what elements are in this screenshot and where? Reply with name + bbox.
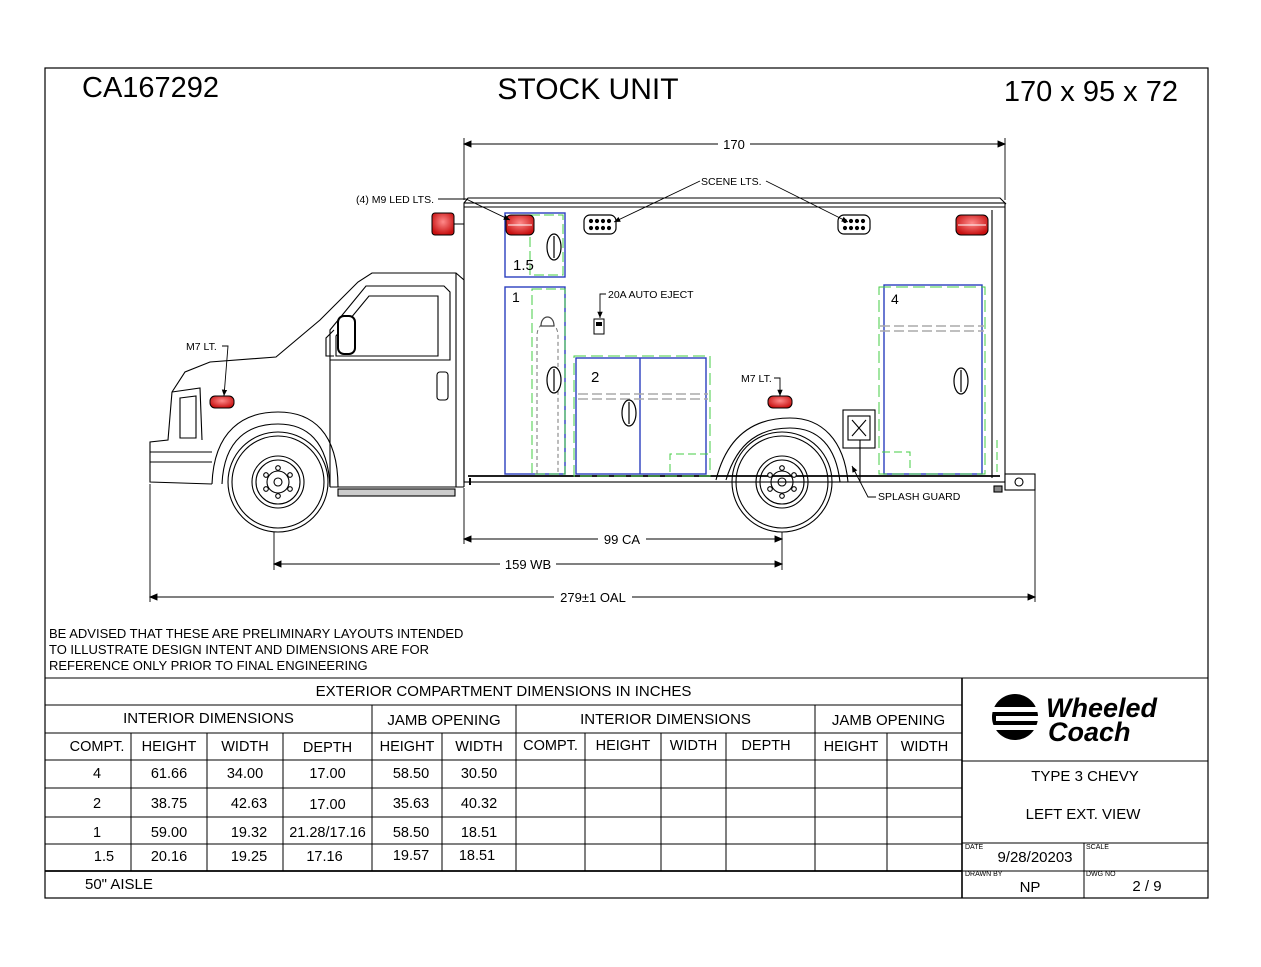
door-handles xyxy=(546,233,969,427)
aisle-note: 50" AISLE xyxy=(85,876,153,893)
cell-compt: 1 xyxy=(92,825,102,841)
cell-jamb-height: 58.50 xyxy=(392,766,430,782)
compartment-label-1: 1 xyxy=(512,289,520,305)
cell-jamb-height: 19.57 xyxy=(392,848,430,864)
cell-height: 38.75 xyxy=(150,796,188,812)
callout-scene-lights: SCENE LTS. xyxy=(701,176,762,188)
cell-compt: 2 xyxy=(92,796,102,812)
rear-wheel xyxy=(731,431,833,533)
disclaimer-line-3: REFERENCE ONLY PRIOR TO FINAL ENGINEERIN… xyxy=(49,658,368,673)
cell-width: 19.25 xyxy=(230,849,268,865)
col-header-depth-right: DEPTH xyxy=(741,738,791,754)
callout-auto-eject: 20A AUTO EJECT xyxy=(608,289,694,301)
col-header-height: HEIGHT xyxy=(141,739,197,755)
compartment-label-1-5: 1.5 xyxy=(513,257,534,274)
cell-depth: 17.00 xyxy=(309,766,346,782)
cell-depth: 17.00 xyxy=(309,797,346,813)
dim-cab-to-axle: 99 CA xyxy=(604,532,640,547)
drawn-by-label: DRAWN BY xyxy=(965,871,1003,878)
cell-height: 61.66 xyxy=(150,766,188,782)
dimension-lines xyxy=(148,138,1037,602)
callout-m7-front: M7 LT. xyxy=(186,341,217,353)
col-header-height-right: HEIGHT xyxy=(595,738,651,754)
drawn-by-value: NP xyxy=(1019,879,1041,896)
disclaimer-line-2: TO ILLUSTRATE DESIGN INTENT AND DIMENSIO… xyxy=(49,642,429,657)
col-header-jamb-height: HEIGHT xyxy=(379,739,435,755)
cell-jamb-width: 18.51 xyxy=(458,848,496,864)
group-header-right-jamb: JAMB OPENING xyxy=(831,712,946,729)
dwg-no-label: DWG NO xyxy=(1086,871,1116,878)
logo-text-line-2: Coach xyxy=(1048,717,1131,747)
callout-m9-lights: (4) M9 LED LTS. xyxy=(356,194,434,206)
scene-lights xyxy=(583,214,871,235)
cell-jamb-height: 58.50 xyxy=(392,825,430,841)
col-header-width: WIDTH xyxy=(221,739,269,755)
dwg-no-value: 2 / 9 xyxy=(1132,878,1162,895)
compartment-doors xyxy=(504,212,998,477)
unit-id: CA167292 xyxy=(82,72,219,104)
cell-height: 59.00 xyxy=(150,825,188,841)
dim-overall-length: 279±1 OAL xyxy=(560,590,626,605)
disclaimer-line-1: BE ADVISED THAT THESE ARE PRELIMINARY LA… xyxy=(49,626,463,641)
col-header-width-right: WIDTH xyxy=(669,738,718,754)
cell-width: 19.32 xyxy=(230,825,268,841)
sheet-border xyxy=(44,67,1209,899)
col-header-compt: COMPT. xyxy=(69,739,125,755)
callout-splash-guard: SPLASH GUARD xyxy=(878,491,961,503)
cell-compt: 4 xyxy=(92,766,102,782)
callout-leaders xyxy=(221,180,876,498)
date-value: 9/28/20203 xyxy=(997,849,1073,866)
cell-jamb-height: 35.63 xyxy=(392,796,430,812)
cab-outline xyxy=(149,272,465,487)
cell-width: 34.00 xyxy=(226,766,264,782)
cell-height: 20.16 xyxy=(150,849,188,865)
front-wheel xyxy=(227,431,329,533)
table-title: EXTERIOR COMPARTMENT DIMENSIONS IN INCHE… xyxy=(315,683,692,700)
group-header-left-jamb: JAMB OPENING xyxy=(387,712,501,729)
wheeled-coach-logo: Wheeled Coach xyxy=(990,693,1158,747)
dim-wheelbase: 159 WB xyxy=(505,557,551,572)
group-header-right-interior: INTERIOR DIMENSIONS xyxy=(580,711,751,728)
col-header-jamb-width: WIDTH xyxy=(455,739,503,755)
unit-type: STOCK UNIT xyxy=(497,73,678,106)
col-header-compt-right: COMPT. xyxy=(523,738,578,754)
callout-m7-rear: M7 LT. xyxy=(741,373,772,385)
col-header-depth: DEPTH xyxy=(302,740,353,756)
group-header-left-interior: INTERIOR DIMENSIONS xyxy=(123,710,294,727)
module-body xyxy=(463,202,1006,483)
cell-depth: 21.28/17.16 xyxy=(289,825,366,841)
compartment-table-grid xyxy=(45,677,1208,898)
service-box xyxy=(842,409,876,449)
compartment-label-4: 4 xyxy=(891,291,899,307)
ambulance-side-view xyxy=(149,197,1036,497)
cell-jamb-width: 18.51 xyxy=(460,825,498,841)
cell-jamb-width: 40.32 xyxy=(460,796,498,812)
cell-jamb-width: 30.50 xyxy=(460,766,498,782)
cell-compt: 1.5 xyxy=(93,849,115,865)
date-label: DATE xyxy=(965,844,984,851)
col-header-jamb-height-right: HEIGHT xyxy=(823,739,879,755)
body-size: 170 x 95 x 72 xyxy=(1004,76,1178,108)
dim-body-length: 170 xyxy=(723,137,745,152)
drawing-description-line-1: TYPE 3 CHEVY xyxy=(1031,768,1139,785)
cell-width: 42.63 xyxy=(230,796,268,812)
cell-depth: 17.16 xyxy=(306,849,343,865)
compartment-label-2: 2 xyxy=(591,369,599,386)
scale-label: SCALE xyxy=(1086,844,1109,851)
drawing-description-line-2: LEFT EXT. VIEW xyxy=(1025,806,1141,823)
auto-eject-receptacle xyxy=(593,318,605,335)
logo-text-line-1: Wheeled xyxy=(1046,693,1158,723)
col-header-jamb-width-right: WIDTH xyxy=(900,739,949,755)
